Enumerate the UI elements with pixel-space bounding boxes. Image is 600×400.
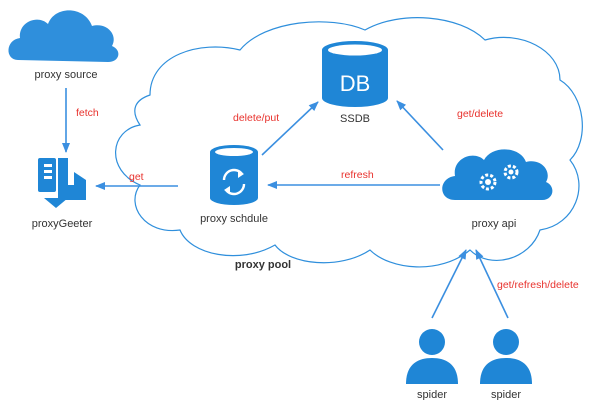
get-delete-label: get/delete [457,108,503,120]
refresh-label: refresh [341,169,374,181]
get-label: get [129,171,144,183]
proxy-source-label: proxy source [35,69,98,81]
spider-left-arrow [431,249,467,319]
proxy-pool-cloud [115,17,583,268]
proxy-schedule-label: proxy schdule [200,213,268,225]
db-icon-text: DB [340,71,371,96]
proxygeeter-label: proxyGeeter [32,218,93,230]
document-icon [38,158,86,208]
database-icon: DB [322,41,388,107]
get-delete-arrow [396,100,444,151]
proxy-pool-label: proxy pool [235,259,291,271]
user-icon [406,329,458,384]
get-refresh-delete-label: get/refresh/delete [497,279,579,291]
proxy-api-label: proxy api [472,218,517,230]
spider-left-label: spider [417,389,447,400]
fetch-label: fetch [76,107,99,119]
user-icon [480,329,532,384]
ssdb-label: SSDB [340,113,370,125]
gears-cloud-icon [442,149,553,200]
delete-put-arrow [261,101,319,156]
spider-right-label: spider [491,389,521,400]
cloud-icon [8,10,119,63]
spider-right-arrow [475,249,509,319]
delete-put-label: delete/put [233,112,279,124]
refresh-icon [210,145,258,205]
